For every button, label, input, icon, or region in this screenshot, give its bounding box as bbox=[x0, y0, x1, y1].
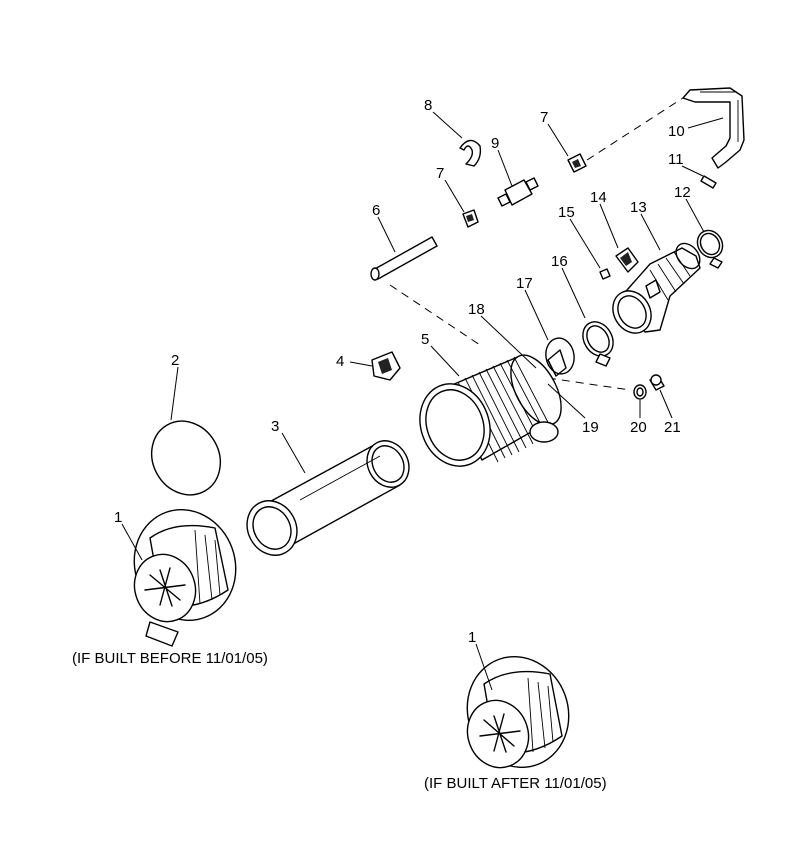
air-cleaner-housing bbox=[419, 349, 567, 467]
callout-10: 10 bbox=[668, 123, 685, 140]
assembly-line-fitting bbox=[547, 377, 631, 391]
callout-15: 15 bbox=[558, 204, 575, 221]
plug bbox=[599, 268, 611, 280]
callout-7-upper: 7 bbox=[540, 109, 548, 126]
restriction-indicator bbox=[497, 177, 539, 207]
gasket-ring bbox=[150, 420, 222, 496]
filter-element bbox=[246, 440, 410, 556]
vent-hose bbox=[682, 87, 745, 169]
callout-8: 8 bbox=[424, 97, 432, 114]
hose-fitting bbox=[700, 175, 717, 189]
callout-14: 14 bbox=[590, 189, 607, 206]
callout-16: 16 bbox=[551, 253, 568, 270]
callout-5: 5 bbox=[421, 331, 429, 348]
bushing bbox=[649, 374, 665, 391]
precleaner-cover-before bbox=[133, 508, 237, 647]
caption-built-after: (IF BUILT AFTER 11/01/05) bbox=[424, 775, 607, 792]
callout-7-lower: 7 bbox=[436, 165, 444, 182]
precleaner-cover-after bbox=[466, 655, 570, 769]
hose-clip-upper bbox=[567, 153, 587, 173]
callout-1-before: 1 bbox=[114, 509, 122, 526]
callout-6: 6 bbox=[372, 202, 380, 219]
callout-19: 19 bbox=[582, 419, 599, 436]
intake-elbow bbox=[612, 242, 701, 334]
caption-built-before: (IF BUILT BEFORE 11/01/05) bbox=[72, 650, 268, 667]
nut bbox=[633, 384, 647, 400]
callout-4: 4 bbox=[336, 353, 344, 370]
seal-ring bbox=[545, 337, 575, 375]
sensor bbox=[615, 247, 639, 273]
hose-clamp-upper bbox=[696, 229, 724, 269]
callout-9: 9 bbox=[491, 135, 499, 152]
tube bbox=[370, 236, 438, 281]
callout-17: 17 bbox=[516, 275, 533, 292]
callout-12: 12 bbox=[674, 184, 691, 201]
callout-20: 20 bbox=[630, 419, 647, 436]
assembly-line-tube bbox=[389, 284, 481, 346]
callout-11: 11 bbox=[668, 151, 684, 168]
callout-13: 13 bbox=[630, 199, 647, 216]
callout-2: 2 bbox=[171, 352, 179, 369]
hose-clamp-lower bbox=[582, 321, 614, 367]
assembly-line-hose bbox=[586, 97, 684, 161]
callout-3: 3 bbox=[271, 418, 279, 435]
callout-1-after: 1 bbox=[468, 629, 476, 646]
callout-18: 18 bbox=[468, 301, 485, 318]
p-clamp bbox=[459, 139, 482, 167]
service-indicator-clip bbox=[371, 351, 401, 381]
callout-21: 21 bbox=[664, 419, 681, 436]
hose-clip-lower bbox=[462, 209, 479, 228]
